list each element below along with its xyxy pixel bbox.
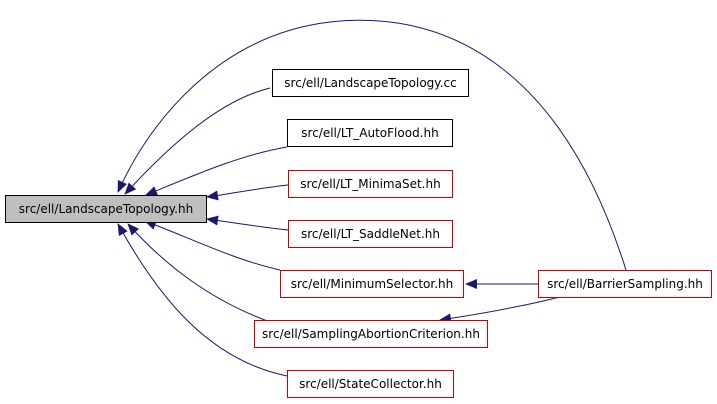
node-sampling-abortion-criterion-hh[interactable]: src/ell/SamplingAbortionCriterion.hh: [254, 320, 488, 348]
node-minimum-selector-hh[interactable]: src/ell/MinimumSelector.hh: [280, 270, 464, 298]
edge-minimaset-to-root: [206, 184, 289, 201]
edge-barrier-to-root-arc: [117, 19, 627, 271]
node-lt-saddlenet-hh[interactable]: src/ell/LT_SaddleNet.hh: [288, 220, 453, 248]
edge-minselector-to-root: [144, 220, 281, 271]
node-label: src/ell/LT_MinimaSet.hh: [300, 177, 441, 191]
node-state-collector-hh[interactable]: src/ell/StateCollector.hh: [287, 370, 454, 398]
edge-autoflood-to-root: [145, 146, 288, 196]
node-label: src/ell/MinimumSelector.hh: [290, 277, 454, 291]
node-label: src/ell/BarrierSampling.hh: [547, 277, 703, 291]
node-landscape-topology-cc[interactable]: src/ell/LandscapeTopology.cc: [272, 69, 469, 97]
node-label: src/ell/StateCollector.hh: [299, 377, 442, 391]
edge-statecollector-to-root: [117, 223, 288, 377]
node-lt-autoflood-hh[interactable]: src/ell/LT_AutoFlood.hh: [287, 119, 453, 147]
node-barrier-sampling-hh[interactable]: src/ell/BarrierSampling.hh: [538, 270, 712, 298]
node-label: src/ell/LandscapeTopology.cc: [284, 76, 457, 90]
node-label: src/ell/LT_SaddleNet.hh: [300, 227, 441, 241]
edge-saddlenet-to-root: [206, 215, 289, 231]
edge-landscape-cc-to-root: [124, 87, 271, 195]
node-landscape-topology-hh[interactable]: src/ell/LandscapeTopology.hh: [5, 195, 207, 223]
edge-barrier-to-abortion: [439, 296, 561, 324]
node-label: src/ell/LandscapeTopology.hh: [18, 202, 194, 216]
node-label: src/ell/LT_AutoFlood.hh: [301, 126, 439, 140]
node-label: src/ell/SamplingAbortionCriterion.hh: [262, 327, 480, 341]
node-lt-minimaset-hh[interactable]: src/ell/LT_MinimaSet.hh: [288, 170, 453, 198]
edge-abortion-to-root: [127, 223, 271, 323]
